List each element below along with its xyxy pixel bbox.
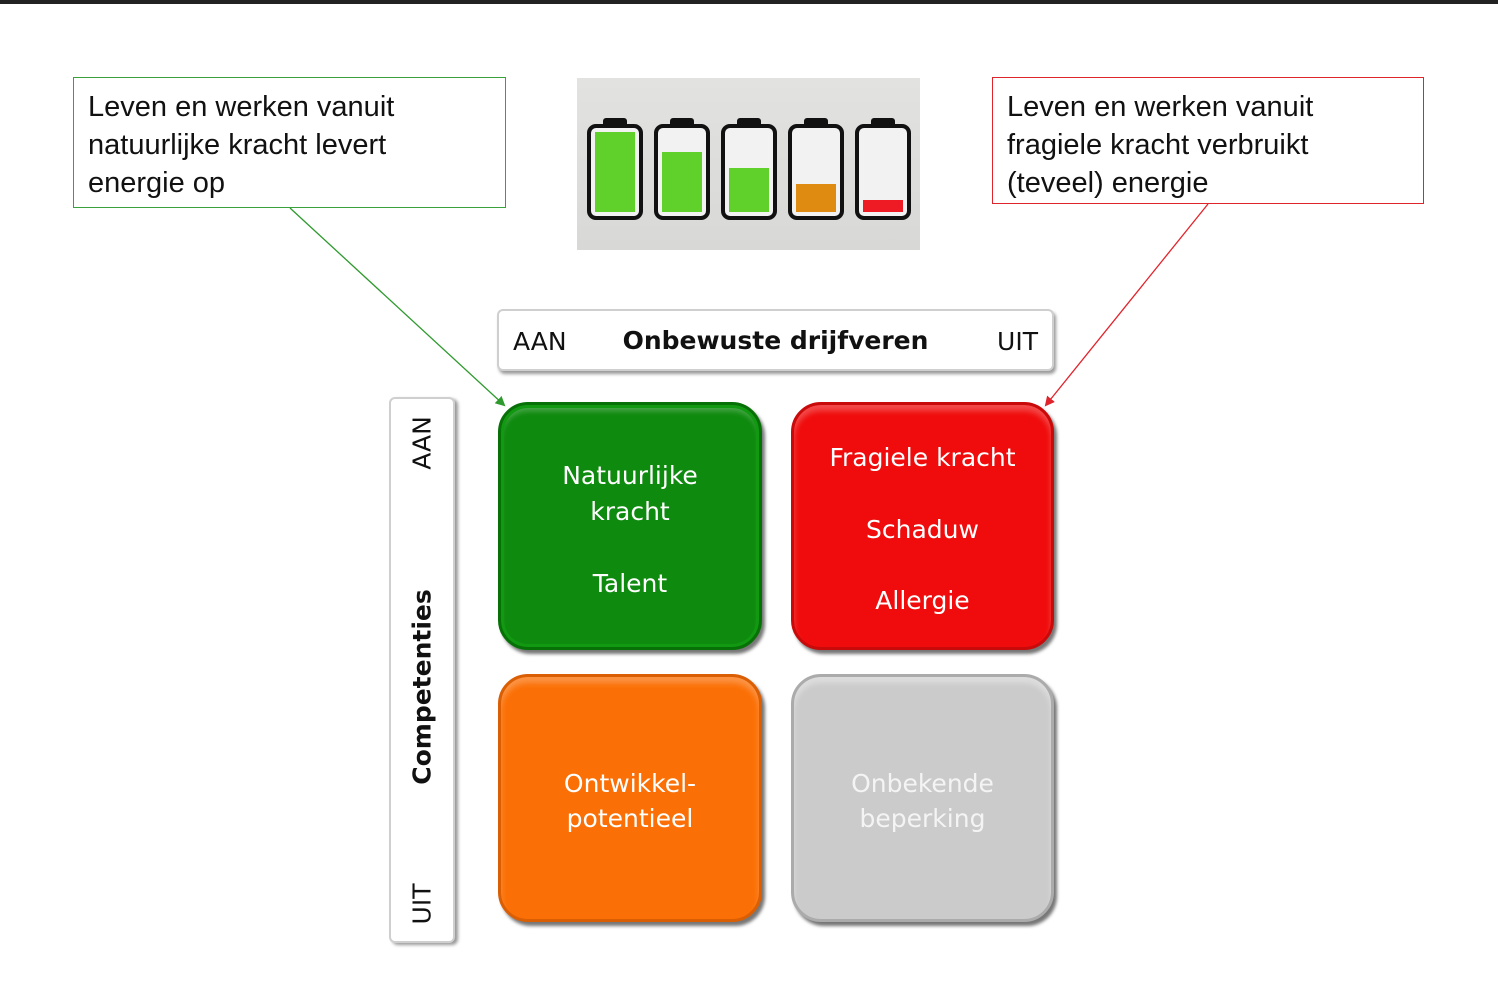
quadrant-label: beperking (859, 804, 986, 833)
unconscious-drivers-axis: AAN Onbewuste drijfveren UIT (497, 309, 1054, 371)
quadrant-label: Natuurlijke (562, 461, 698, 490)
quadrant-label: Onbekende (851, 769, 994, 798)
battery-levels-image (577, 78, 920, 250)
axis-title: Competenties (407, 589, 437, 785)
note-line: energie op (88, 167, 226, 199)
quadrant-label: kracht (590, 497, 670, 526)
axis-on-label: AAN (407, 416, 437, 470)
note-line: natuurlijke kracht levert (88, 129, 387, 161)
competencies-axis: AAN Competenties UIT (389, 397, 455, 943)
battery-icons (587, 118, 911, 220)
note-line: Leven en werken vanuit (88, 91, 395, 123)
quadrant-fragile-strength: Fragiele kracht Schaduw Allergie (791, 402, 1054, 650)
note-line: Leven en werken vanuit (1007, 91, 1314, 123)
battery-icon (654, 118, 710, 220)
quadrant-label: potentieel (566, 804, 694, 833)
quadrant-natural-strength: Natuurlijke kracht Talent (498, 402, 762, 650)
quadrant-label: Ontwikkel- (563, 769, 697, 798)
fragile-strength-note: Leven en werken vanuit fragiele kracht v… (992, 77, 1424, 204)
axis-title: Onbewuste drijfveren (622, 326, 929, 355)
red-arrow (1044, 203, 1209, 407)
battery-icon (587, 118, 643, 220)
axis-on-label: AAN (513, 327, 567, 356)
green-arrow (289, 207, 506, 407)
battery-icon (788, 118, 844, 220)
quadrant-label: Allergie (875, 586, 970, 615)
quadrant-label: Fragiele kracht (829, 443, 1016, 472)
axis-off-label: UIT (997, 327, 1038, 356)
quadrant-unknown-limitation: Onbekende beperking (791, 674, 1054, 922)
quadrant-label: Talent (592, 569, 668, 598)
quadrant-label: Schaduw (866, 515, 979, 544)
battery-icon (721, 118, 777, 220)
axis-off-label: UIT (407, 883, 437, 925)
note-line: fragiele kracht verbruikt (1007, 129, 1309, 161)
natural-strength-note: Leven en werken vanuit natuurlijke krach… (73, 77, 506, 208)
note-line: (teveel) energie (1007, 167, 1209, 199)
quadrant-development-potential: Ontwikkel- potentieel (498, 674, 762, 922)
battery-icon (855, 118, 911, 220)
top-rule (0, 0, 1498, 4)
